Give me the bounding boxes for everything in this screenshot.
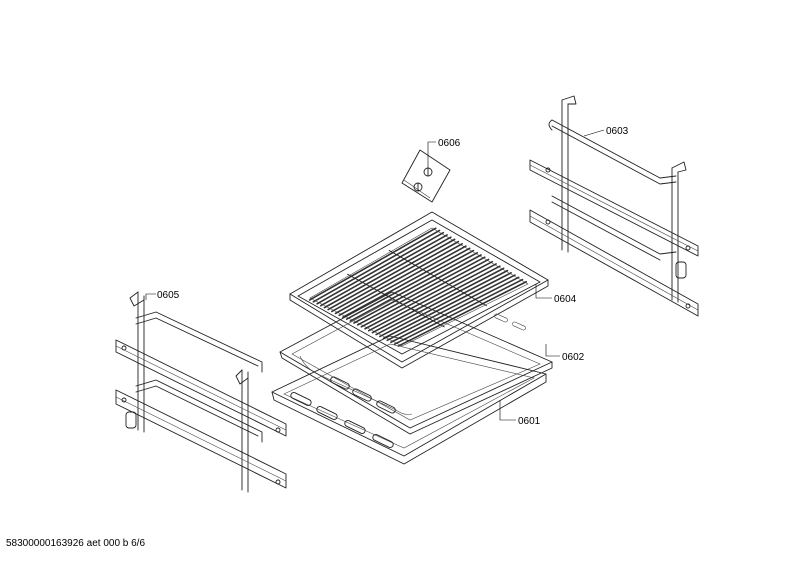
shelf-bar — [327, 238, 456, 311]
label-0603: 0603 — [606, 126, 629, 137]
label-0606: 0606 — [438, 138, 461, 149]
shelf-bar — [397, 280, 528, 347]
shelf-bar — [390, 276, 520, 344]
shelf-cross-wire — [388, 250, 487, 307]
shelf-bar — [371, 265, 501, 334]
shelf-bar — [338, 245, 467, 317]
tray-handle-slots — [494, 313, 526, 331]
shelf-bar — [367, 263, 497, 332]
shelf-bar — [334, 243, 463, 315]
shelf-bar — [364, 260, 494, 330]
shelf-grid-bars — [308, 227, 528, 347]
shelf-bar — [375, 267, 505, 336]
part-0603-right-rail-set — [529, 95, 699, 317]
shelf-bar — [393, 278, 524, 345]
document-footer: 58300000163926 aet 000 b 6/6 — [6, 538, 146, 549]
part-0606-clip — [401, 149, 451, 203]
label-0602: 0602 — [562, 352, 585, 363]
label-0605: 0605 — [157, 290, 180, 301]
tray-bottom-slots — [290, 376, 396, 448]
shelf-bar — [308, 227, 437, 301]
label-0604: 0604 — [554, 294, 577, 305]
label-0601: 0601 — [518, 416, 541, 427]
shelf-bar — [356, 256, 486, 326]
shelf-cross-wire — [347, 273, 445, 328]
shelf-bar — [382, 272, 512, 340]
part-0601-enamel-tray — [271, 335, 547, 465]
part-0602-baking-tray — [279, 291, 553, 435]
shelf-bar — [342, 247, 471, 319]
shelf-bar — [331, 240, 460, 313]
callout-leaders — [145, 129, 605, 421]
shelf-bar — [312, 229, 441, 303]
shelf-bar — [386, 274, 516, 342]
shelf-bar — [316, 231, 445, 305]
shelf-bar — [323, 236, 452, 309]
shelf-bar — [345, 249, 475, 320]
part-0605-left-rail-set — [115, 291, 287, 493]
shelf-bar — [353, 254, 482, 324]
part-0604-wire-shelf — [289, 211, 549, 369]
shelf-bar — [360, 258, 490, 328]
shelf-bar — [349, 251, 479, 322]
shelf-bar — [319, 234, 448, 307]
shelf-bar — [379, 269, 509, 338]
